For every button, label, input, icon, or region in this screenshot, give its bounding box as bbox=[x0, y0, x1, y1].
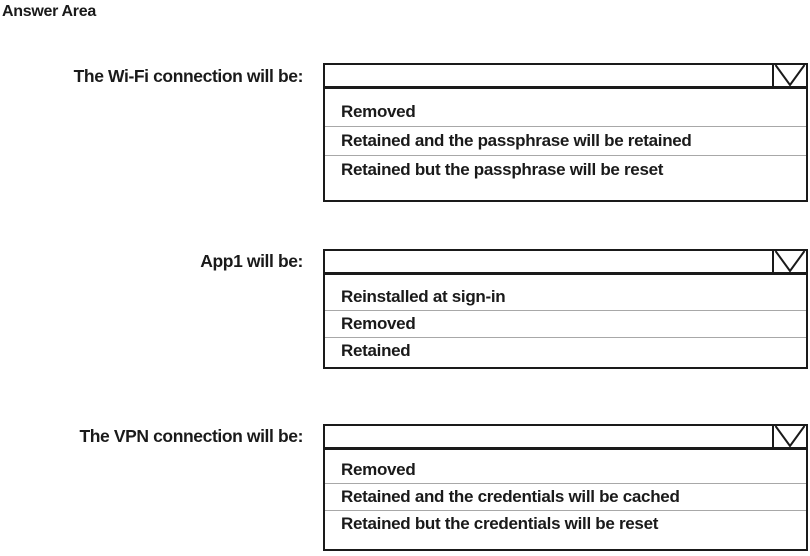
question-label-app1: App1 will be: bbox=[200, 251, 303, 271]
dropdown-wifi: Removed Retained and the passphrase will… bbox=[323, 63, 808, 202]
chevron-down-icon[interactable] bbox=[772, 65, 806, 86]
option-item[interactable]: Reinstalled at sign-in bbox=[341, 286, 506, 306]
select-box-vpn[interactable] bbox=[323, 424, 808, 450]
dropdown-vpn: Removed Retained and the credentials wil… bbox=[323, 424, 808, 551]
select-box-app1[interactable] bbox=[323, 249, 808, 275]
options-list-app1: Reinstalled at sign-in Removed Retained bbox=[323, 275, 808, 369]
options-list-wifi: Removed Retained and the passphrase will… bbox=[323, 89, 808, 202]
options-list-vpn: Removed Retained and the credentials wil… bbox=[323, 450, 808, 551]
select-box-wifi[interactable] bbox=[323, 63, 808, 89]
dropdown-app1: Reinstalled at sign-in Removed Retained bbox=[323, 249, 808, 369]
option-item[interactable]: Removed bbox=[341, 101, 416, 121]
option-item[interactable]: Retained but the passphrase will be rese… bbox=[325, 155, 806, 184]
option-item[interactable]: Retained and the passphrase will be reta… bbox=[325, 126, 806, 155]
question-label-vpn: The VPN connection will be: bbox=[79, 426, 303, 446]
question-label-wifi: The Wi-Fi connection will be: bbox=[73, 66, 304, 86]
chevron-down-icon[interactable] bbox=[772, 426, 806, 447]
option-item[interactable]: Removed bbox=[341, 459, 416, 479]
option-item[interactable]: Retained bbox=[325, 337, 806, 364]
option-item[interactable]: Removed bbox=[325, 310, 806, 337]
option-item[interactable]: Retained but the credentials will be res… bbox=[325, 510, 806, 537]
option-item[interactable]: Retained and the credentials will be cac… bbox=[325, 483, 806, 510]
page-title: Answer Area bbox=[2, 3, 96, 20]
chevron-down-icon[interactable] bbox=[772, 251, 806, 272]
